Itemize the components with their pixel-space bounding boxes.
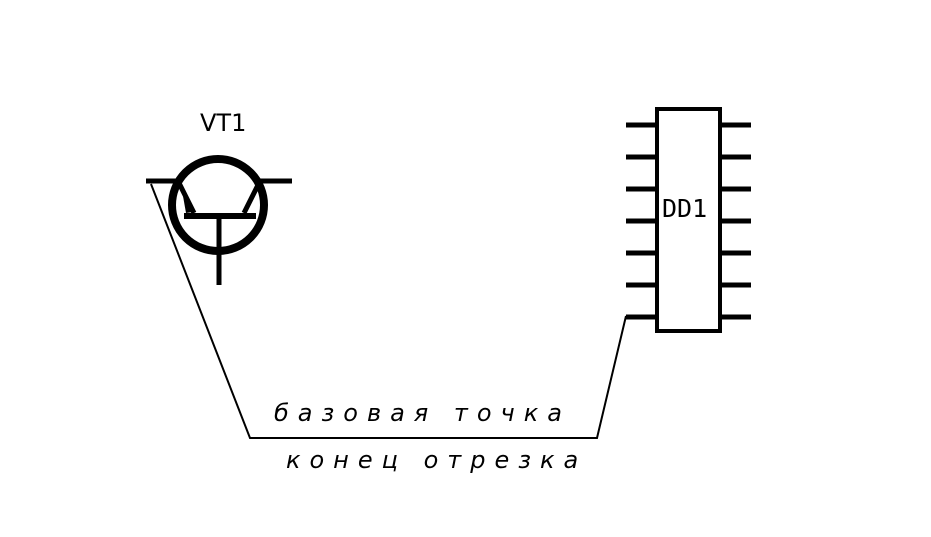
chip-pins-left — [626, 122, 657, 320]
chip-pins-right — [720, 122, 751, 320]
transistor-emitter-leg — [175, 179, 197, 215]
transistor-vt1[interactable] — [146, 155, 292, 285]
chip-dd1[interactable] — [626, 107, 751, 333]
chip-label: DD1 — [662, 194, 707, 223]
transistor-label: VT1 — [200, 109, 246, 137]
segment-path[interactable] — [150, 183, 627, 439]
base-point-label: базовая точка — [274, 399, 571, 427]
transistor-collector-leg — [241, 179, 263, 215]
segment-end-label: конец отрезка — [286, 446, 587, 474]
transistor-emitter-arrow — [183, 196, 193, 213]
